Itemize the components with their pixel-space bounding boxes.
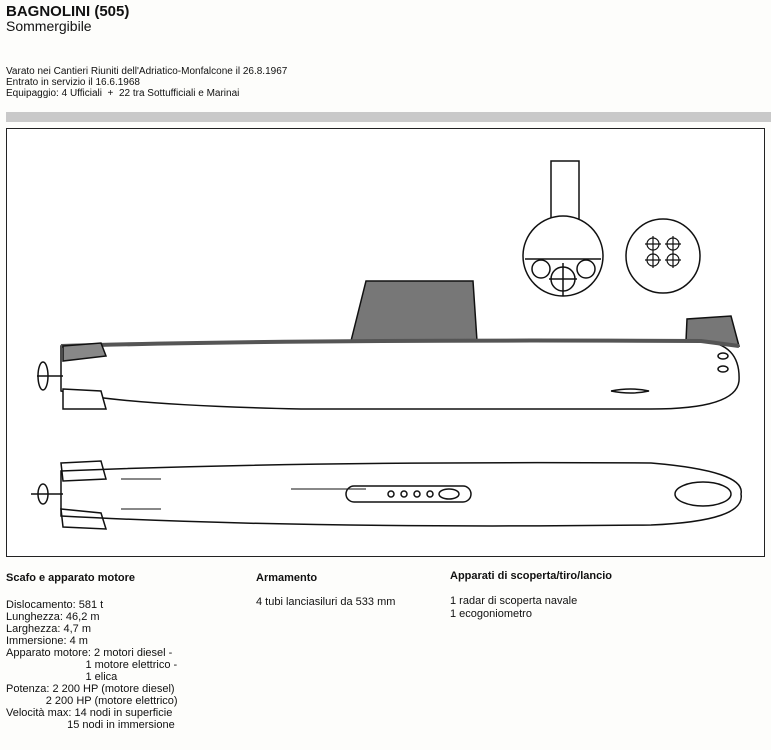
- armament-line: 4 tubi lanciasiluri da 533 mm: [256, 596, 396, 608]
- sensors-line: 1 ecogoniometro: [450, 608, 532, 620]
- submarine-illustration: [31, 160, 742, 530]
- spec-line: 2 200 HP (motore elettrico): [6, 695, 178, 707]
- sail: [350, 280, 478, 342]
- spec-line: Larghezza: 4,7 m: [6, 623, 91, 635]
- spec-line: 1 motore elettrico -: [6, 659, 178, 671]
- spec-line: 1 elica: [6, 671, 118, 683]
- spec-line: Dislocamento: 581 t: [6, 599, 104, 611]
- crew-info: Equipaggio: 4 Ufficiali + 22 tra Sottuff…: [6, 88, 240, 99]
- armament-heading: Armamento: [256, 572, 318, 584]
- spec-line: Velocità max: 14 nodi in superficie: [6, 707, 173, 719]
- mast-section: [550, 160, 580, 227]
- spec-line: Immersione: 4 m: [6, 635, 88, 647]
- divider-bar: [6, 112, 771, 122]
- submarine-drawing: [6, 128, 765, 557]
- service-info: Entrato in servizio il 16.6.1968: [6, 77, 140, 88]
- page-subtitle: Sommergibile: [6, 18, 92, 34]
- spec-line: Apparato motore: 2 motori diesel -: [6, 647, 173, 659]
- page-title: BAGNOLINI (505): [6, 3, 130, 20]
- sensors-heading: Apparati di scoperta/tiro/lancio: [450, 570, 612, 582]
- spec-line: 15 nodi in immersione: [6, 719, 175, 731]
- hull-heading: Scafo e apparato motore: [6, 572, 135, 584]
- sensors-line: 1 radar di scoperta navale: [450, 595, 578, 607]
- launch-info: Varato nei Cantieri Riuniti dell'Adriati…: [6, 66, 288, 77]
- spec-line: Potenza: 2 200 HP (motore diesel): [6, 683, 175, 695]
- spec-line: Lunghezza: 46,2 m: [6, 611, 100, 623]
